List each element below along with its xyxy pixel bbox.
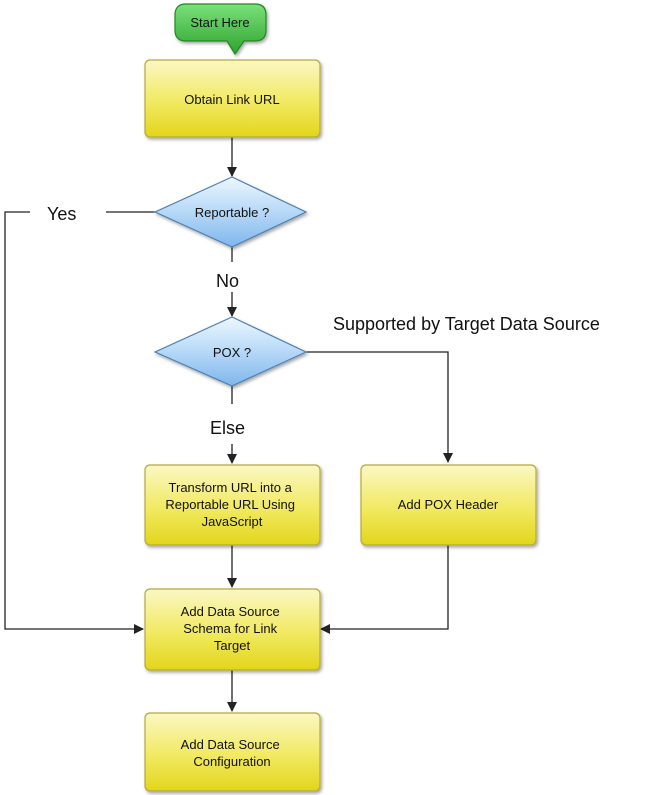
connectors [4, 137, 453, 712]
node-obtain-link-url [144, 59, 321, 138]
node-transform-label: Transform URL into a Reportable URL Usin… [165, 480, 298, 529]
edge-label-supported: Supported by Target Data Source [333, 314, 600, 334]
edge-label-no: No [216, 271, 239, 291]
edge-label-else: Else [210, 418, 245, 438]
node-add-pox-label: Add POX Header [398, 497, 499, 512]
node-config-label: Add Data Source Configuration [181, 737, 284, 769]
node-add-config [144, 712, 321, 792]
decision-reportable [153, 176, 308, 248]
edge-pox-supported [306, 351, 453, 463]
node-add-pox-header [360, 464, 537, 546]
edge-addpox-to-schema [320, 545, 449, 634]
node-schema-label: Add Data Source Schema for Link Target [181, 604, 284, 653]
edge-label-yes: Yes [47, 204, 76, 224]
decision-reportable-label: Reportable ? [195, 205, 269, 220]
node-obtain-label: Obtain Link URL [184, 92, 279, 107]
start-label: Start Here [190, 15, 249, 30]
decision-pox-label: POX ? [213, 345, 251, 360]
decision-pox [153, 316, 308, 387]
node-add-schema [144, 588, 321, 671]
edge-reportable-yes-left [4, 211, 144, 634]
start-node [174, 3, 267, 56]
node-transform-url [144, 464, 321, 546]
